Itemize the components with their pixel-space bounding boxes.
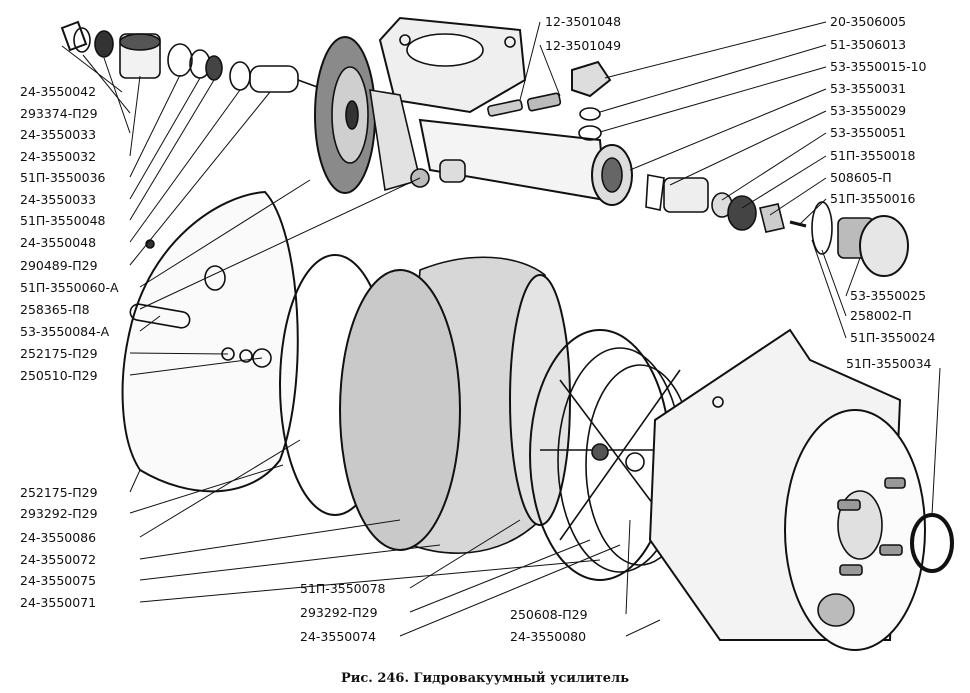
part-label: 293374-П29 [20,106,98,121]
labels-top: 12-3501048 12-3501049 [545,14,621,53]
part-label: 12-3501049 [545,38,621,53]
fittings-top [487,60,612,141]
part-label: 293292-П29 [20,506,98,521]
part-label: 290489-П29 [20,258,98,273]
part-label: 53-3550031 [830,81,906,96]
leader-lines [61,21,941,637]
piston-parts [645,174,909,277]
part-label: 24-3550072 [20,552,96,567]
part-label: 508605-П [830,170,892,185]
part-label: 51П-3550036 [20,170,106,185]
part-label: 20-3506005 [830,14,906,29]
parts-drawing [60,16,954,651]
part-label: 24-3550032 [20,149,96,164]
part-label: 12-3501048 [545,14,621,29]
part-label: 51П-3550024 [850,330,936,345]
part-label: 51П-3550078 [300,581,386,596]
labels-left: 24-3550042 293374-П29 24-3550033 24-3550… [20,84,119,610]
vacuum-chamber [339,256,571,554]
part-label: 258002-П [850,308,912,323]
part-label: 252175-П29 [20,485,98,500]
part-label: 258365-П8 [20,302,90,317]
figure-caption: Рис. 246. Гидровакуумный усилитель [341,671,629,686]
part-label: 24-3550048 [20,235,96,250]
labels-right: 20-3506005 51-3506013 53-3550015-10 53-3… [830,14,936,371]
part-label: 53-3550025 [850,288,926,303]
part-label: 24-3550074 [300,629,376,644]
part-label: 51П-3550034 [846,356,932,371]
rear-cover-plate [121,190,299,493]
part-label: 53-3550084-А [20,324,110,339]
part-label: 24-3550033 [20,192,96,207]
part-label: 24-3550075 [20,573,96,588]
part-label: 250608-П29 [510,607,588,622]
part-label: 293292-П29 [300,605,378,620]
part-label: 53-3550029 [830,103,906,118]
part-label: 51П-3550018 [830,148,916,163]
part-label: 24-3550086 [20,530,96,545]
part-label: 53-3550051 [830,125,906,140]
part-label: 53-3550015-10 [830,59,927,74]
part-label: 51П-3550016 [830,191,916,206]
front-housing [648,328,926,651]
part-label: 51-3506013 [830,37,906,52]
part-label: 24-3550042 [20,84,96,99]
part-label: 51П-3550060-А [20,280,119,295]
hydraulic-cylinder-body [369,16,633,206]
part-label: 24-3550033 [20,127,96,142]
part-label: 250510-П29 [20,368,98,383]
labels-bottom: 51П-3550078 293292-П29 24-3550074 250608… [300,581,588,644]
part-label: 24-3550080 [510,629,586,644]
part-label: 252175-П29 [20,346,98,361]
diaphragm-disc [314,36,376,194]
part-label: 24-3550071 [20,595,96,610]
valve-parts-group [60,20,321,93]
part-label: 51П-3550048 [20,213,106,228]
